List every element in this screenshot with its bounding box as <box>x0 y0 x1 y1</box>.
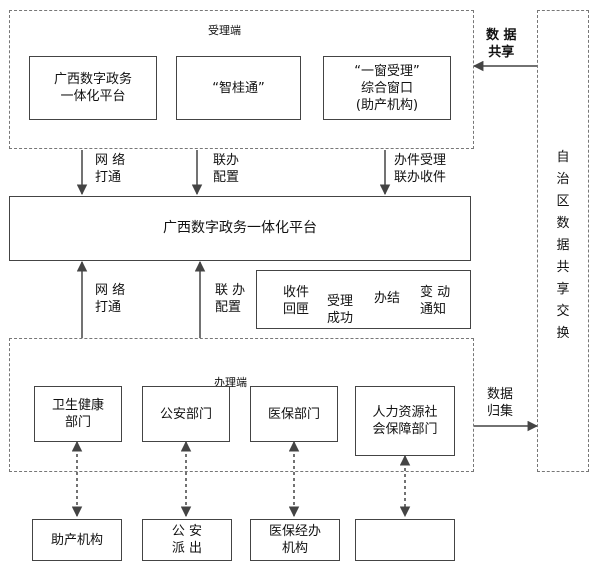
central-platform: 广西数字政务一体化平台 <box>9 196 471 261</box>
process-end-title: 办理端 <box>214 376 247 389</box>
process-box-health: 卫生健康 部门 <box>34 386 122 442</box>
label-receive-return: 收件 回匣 <box>283 285 310 317</box>
bottom-box-police-station: 公 安 派 出 <box>142 519 232 561</box>
bottom-box-maternity: 助产机构 <box>32 519 122 561</box>
label-accepted: 受理 成功 <box>327 294 354 326</box>
label-change-notice: 变 动 通知 <box>420 285 451 317</box>
accept-end-region <box>9 10 474 149</box>
bottom-box-blank <box>355 519 455 561</box>
process-box-hr: 人力资源社 会保障部门 <box>355 386 455 456</box>
process-box-insurance: 医保部门 <box>250 386 338 442</box>
label-network-bottom: 网 络 打通 <box>95 283 126 315</box>
bottom-box-insurance-agency: 医保经办 机构 <box>250 519 340 561</box>
accept-box-zhiguitong: “智桂通” <box>176 56 301 120</box>
data-collect-label: 数据 归集 <box>487 387 514 419</box>
label-network-top: 网 络 打通 <box>95 153 126 185</box>
process-end-region <box>9 338 474 472</box>
data-exchange-region <box>537 10 589 472</box>
accept-box-window: “一窗受理” 综合窗口 (助产机构) <box>323 56 451 120</box>
label-config-bottom: 联 办 配置 <box>215 283 246 315</box>
label-receive-top: 办件受理 联办收件 <box>394 153 447 185</box>
accept-end-title: 受理端 <box>208 24 241 37</box>
data-exchange-label: 自治区数据共享交换 <box>556 150 570 341</box>
accept-box-platform: 广西数字政务 一体化平台 <box>29 56 157 120</box>
label-config-top: 联办 配置 <box>213 153 240 185</box>
process-box-police: 公安部门 <box>142 386 230 442</box>
label-done: 办结 <box>374 291 401 306</box>
data-sharing-label: 数 据 共享 <box>486 28 517 60</box>
status-box <box>256 270 471 329</box>
